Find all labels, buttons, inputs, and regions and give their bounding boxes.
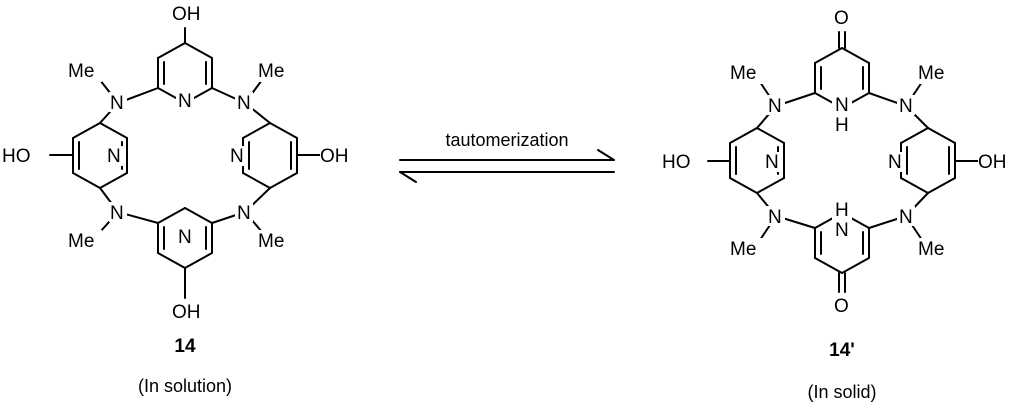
pyridone-nitrogen-label: N [835, 220, 849, 241]
ring-nitrogen-label: N [230, 146, 244, 167]
amine-nitrogen-label: N [237, 203, 251, 224]
hydroxyl-label: HO [2, 146, 31, 167]
structure-14: OH N HO N N OH N OH N N N N Me Me Me Me … [0, 2, 354, 396]
pyridone-hydrogen-label: H [835, 115, 849, 136]
ring-nitrogen-label: N [178, 227, 192, 248]
amine-nitrogen-label: N [768, 96, 782, 117]
ring-nitrogen-label: N [765, 152, 779, 173]
pyridone-hydrogen-label: H [835, 200, 849, 221]
hydroxyl-label: OH [172, 4, 201, 25]
ring-nitrogen-label: N [888, 152, 902, 173]
amine-nitrogen-label: N [110, 203, 124, 224]
methyl-label: Me [258, 231, 284, 252]
pyridone-nitrogen-label: N [835, 95, 849, 116]
methyl-label: Me [918, 239, 944, 260]
hydroxyl-label: OH [320, 146, 349, 167]
condition-caption: (In solid) [807, 382, 876, 402]
methyl-label: Me [730, 63, 756, 84]
equilibrium-arrows: tautomerization [399, 130, 615, 183]
pyridine-ring-bottom [157, 207, 213, 299]
methyl-label: Me [68, 61, 94, 82]
methyl-label: Me [258, 61, 284, 82]
amine-nitrogen-label: N [768, 207, 782, 228]
amine-nitrogen-label: N [899, 96, 913, 117]
structure-14-prime: O N H HO N N OH H N O N N N N Me Me Me [660, 6, 1012, 402]
amine-nitrogen-label: N [110, 93, 124, 114]
methyl-label: Me [68, 231, 94, 252]
methyl-label: Me [730, 239, 756, 260]
amine-nitrogen-label: N [899, 207, 913, 228]
compound-number: 14' [829, 340, 855, 361]
carbonyl-oxygen-label: O [834, 296, 849, 317]
carbonyl-oxygen-label: O [834, 8, 849, 29]
pyridine-ring-right [242, 122, 321, 189]
methyl-label: Me [918, 63, 944, 84]
hydroxyl-label: OH [978, 152, 1007, 173]
hydroxyl-label: OH [172, 302, 201, 323]
pyridine-ring-left [707, 127, 785, 194]
hydroxyl-label: HO [662, 152, 691, 173]
ring-nitrogen-label: N [178, 91, 192, 112]
amine-nitrogen-label: N [237, 93, 251, 114]
ring-nitrogen-label: N [107, 146, 121, 167]
condition-caption: (In solution) [138, 376, 232, 396]
compound-number: 14 [174, 336, 196, 357]
arrow-label: tautomerization [445, 130, 568, 150]
pyridine-ring-right [900, 127, 979, 194]
